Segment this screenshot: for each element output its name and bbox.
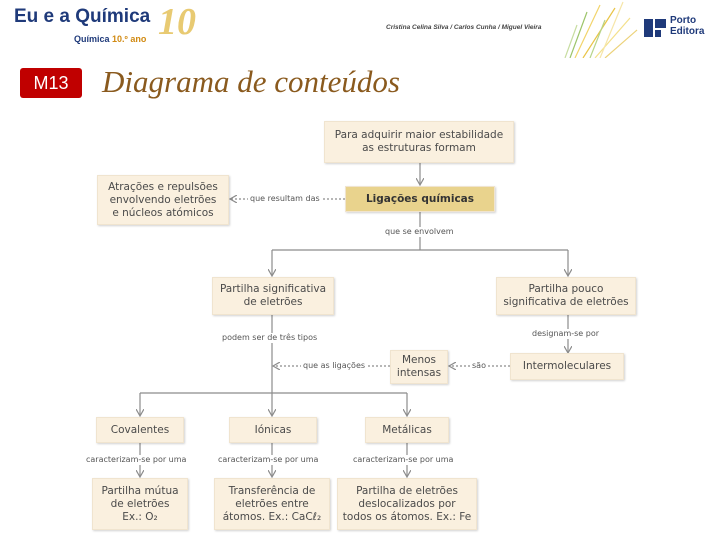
label-called: designam-se por bbox=[530, 329, 602, 339]
brand-subtitle: Química 10.º ano bbox=[74, 34, 146, 44]
node-metallic: Metálicas bbox=[365, 417, 449, 443]
label-result-from: que resultam das bbox=[248, 194, 322, 204]
brand-title: Eu e a Química bbox=[14, 6, 151, 27]
node-attractions-repulsions: Atrações e repulsões envolvendo eletrões… bbox=[97, 175, 229, 225]
node-ionic: Iónicas bbox=[229, 417, 317, 443]
node-less-significant-sharing: Partilha pouco significativa de eletrões bbox=[496, 277, 636, 315]
label-characterized-covalent: caracterizam-se por uma bbox=[84, 455, 189, 465]
node-intermolecular: Intermoleculares bbox=[510, 353, 624, 380]
module-badge: M13 bbox=[20, 68, 82, 98]
header-decoration-art bbox=[564, 1, 638, 58]
publisher-logo-icon bbox=[644, 19, 666, 37]
label-three-types: podem ser de três tipos bbox=[220, 333, 320, 343]
node-covalent: Covalentes bbox=[96, 417, 184, 443]
node-less-intense: Menos intensas bbox=[390, 350, 448, 384]
label-are: são bbox=[470, 361, 488, 371]
node-metallic-description: Partilha de eletrões deslocalizados por … bbox=[337, 478, 477, 530]
label-that-bonds: que as ligações bbox=[301, 361, 368, 371]
node-stability: Para adquirir maior estabilidade as estr… bbox=[324, 121, 514, 163]
authors-line: Cristina Celina Silva / Carlos Cunha / M… bbox=[386, 24, 542, 31]
slide-title: Diagrama de conteúdos bbox=[102, 64, 400, 99]
publisher-name: Porto Editora bbox=[670, 15, 705, 37]
brand-subtitle-subject: Química bbox=[74, 34, 110, 44]
header-bar bbox=[0, 0, 720, 58]
node-significant-sharing: Partilha significativa de eletrões bbox=[212, 277, 334, 315]
brand-subtitle-grade: 10.º ano bbox=[112, 34, 147, 44]
node-ionic-description: Transferência de eletrões entre átomos. … bbox=[214, 478, 330, 530]
label-characterized-metallic: caracterizam-se por uma bbox=[351, 455, 456, 465]
node-chemical-bonds: Ligações químicas bbox=[345, 186, 495, 212]
node-covalent-description: Partilha mútua de eletrões Ex.: O₂ bbox=[92, 478, 188, 530]
label-involve: que se envolvem bbox=[383, 227, 456, 237]
edition-mark: 10 bbox=[158, 1, 196, 43]
label-characterized-ionic: caracterizam-se por uma bbox=[216, 455, 321, 465]
